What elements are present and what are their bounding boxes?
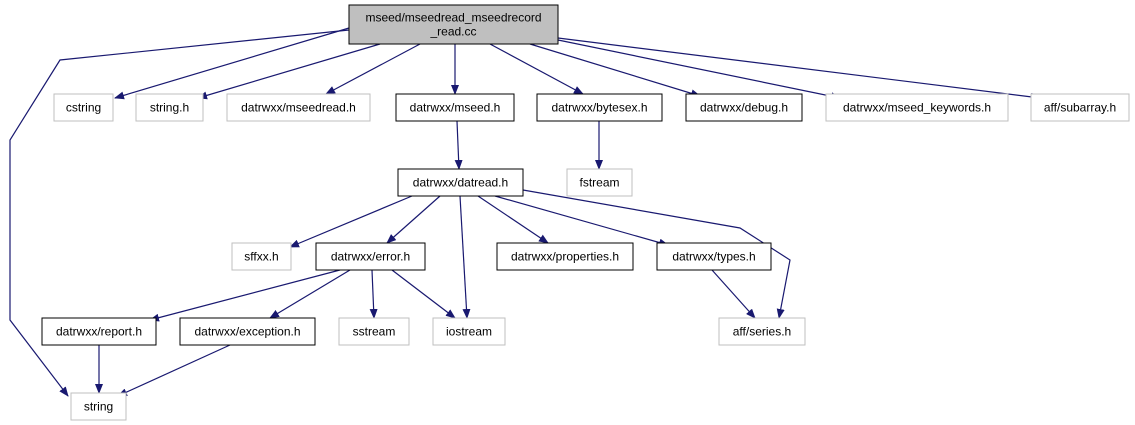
nodes-layer: mseed/mseedread_mseedrecord_read.cccstri… bbox=[41, 4, 1130, 421]
node-string-h: string.h bbox=[135, 93, 204, 122]
edge-error_h-to-iostream bbox=[391, 269, 456, 319]
node-fstream: fstream bbox=[566, 168, 633, 197]
node-label: datrwxx/mseedread.h bbox=[241, 101, 356, 115]
node-label: iostream bbox=[446, 325, 492, 339]
edge-root-to-string_h bbox=[197, 43, 381, 100]
edge-root-to-mseed_keywords_h bbox=[557, 39, 841, 101]
node-properties-h[interactable]: datrwxx/properties.h bbox=[496, 242, 634, 271]
node-label: datrwxx/properties.h bbox=[511, 250, 619, 264]
node-label: mseed/mseedread_mseedrecord bbox=[365, 11, 541, 25]
node-box bbox=[315, 242, 426, 271]
node-string: string bbox=[70, 392, 127, 421]
node-box bbox=[536, 93, 663, 122]
node-label: fstream bbox=[579, 176, 619, 190]
edge-error_h-to-report_h bbox=[149, 269, 341, 322]
edge-mseed_h-to-datread_h bbox=[454, 120, 463, 170]
node-mseed-h[interactable]: datrwxx/mseed.h bbox=[395, 93, 515, 122]
node-box bbox=[338, 317, 410, 346]
node-box bbox=[53, 93, 114, 122]
node-datread-h[interactable]: datrwxx/datread.h bbox=[397, 168, 524, 197]
node-label: aff/subarray.h bbox=[1044, 101, 1116, 115]
edge-datread_h-to-error_h bbox=[386, 195, 441, 244]
edge-root-to-string bbox=[9, 29, 350, 397]
node-label: string bbox=[84, 400, 113, 414]
edge-root-to-cstring bbox=[114, 27, 350, 100]
edge-error_h-to-sstream bbox=[369, 269, 378, 319]
node-label: datrwxx/exception.h bbox=[194, 325, 300, 339]
node-box bbox=[685, 93, 803, 122]
edge-root-to-mseedread_h bbox=[325, 43, 421, 95]
node-label: datrwxx/report.h bbox=[56, 325, 142, 339]
node-sffxx-h: sffxx.h bbox=[231, 242, 292, 271]
node-label: datrwxx/bytesex.h bbox=[551, 101, 647, 115]
node-label: datrwxx/debug.h bbox=[700, 101, 788, 115]
node-box bbox=[135, 93, 204, 122]
node-box bbox=[397, 168, 524, 197]
edge-exception_h-to-string bbox=[117, 344, 231, 397]
node-label: cstring bbox=[66, 101, 101, 115]
edge-datread_h-to-properties_h bbox=[477, 195, 549, 244]
node-bytesex-h[interactable]: datrwxx/bytesex.h bbox=[536, 93, 663, 122]
node-box bbox=[70, 392, 127, 421]
node-box bbox=[656, 242, 772, 271]
node-cstring: cstring bbox=[53, 93, 114, 122]
edge-datread_h-to-sffxx_h bbox=[289, 195, 413, 248]
node-box bbox=[41, 317, 157, 346]
node-box bbox=[718, 317, 806, 346]
edge-root-to-bytesex_h bbox=[489, 43, 584, 95]
node-box bbox=[348, 4, 559, 45]
node-mseed-keywords-h: datrwxx/mseed_keywords.h bbox=[825, 93, 1009, 122]
node-box bbox=[226, 93, 371, 122]
node-root[interactable]: mseed/mseedread_mseedrecord_read.cc bbox=[348, 4, 559, 45]
node-error-h[interactable]: datrwxx/error.h bbox=[315, 242, 426, 271]
node-label: datrwxx/datread.h bbox=[413, 176, 508, 190]
edge-root-to-debug_h bbox=[529, 43, 701, 98]
node-box bbox=[432, 317, 506, 346]
node-subarray-h: aff/subarray.h bbox=[1030, 93, 1130, 122]
node-box bbox=[825, 93, 1009, 122]
edges-layer bbox=[9, 27, 1041, 397]
node-label: datrwxx/types.h bbox=[672, 250, 755, 264]
node-label: sstream bbox=[353, 325, 396, 339]
node-label: datrwxx/mseed_keywords.h bbox=[843, 101, 991, 115]
node-box bbox=[496, 242, 634, 271]
node-box bbox=[231, 242, 292, 271]
node-label: aff/series.h bbox=[733, 325, 791, 339]
node-exception-h[interactable]: datrwxx/exception.h bbox=[179, 317, 316, 346]
node-box bbox=[395, 93, 515, 122]
node-box bbox=[566, 168, 633, 197]
node-label: _read.cc bbox=[429, 25, 476, 39]
node-label: sffxx.h bbox=[244, 250, 278, 264]
node-types-h[interactable]: datrwxx/types.h bbox=[656, 242, 772, 271]
node-label: string.h bbox=[150, 101, 189, 115]
edge-datread_h-to-iostream bbox=[459, 195, 471, 319]
node-debug-h[interactable]: datrwxx/debug.h bbox=[685, 93, 803, 122]
node-label: datrwxx/error.h bbox=[331, 250, 410, 264]
node-label: datrwxx/mseed.h bbox=[410, 101, 501, 115]
node-box bbox=[1030, 93, 1130, 122]
node-box bbox=[179, 317, 316, 346]
edge-types_h-to-series_h bbox=[711, 269, 756, 319]
node-series-h: aff/series.h bbox=[718, 317, 806, 346]
node-iostream: iostream bbox=[432, 317, 506, 346]
edge-error_h-to-exception_h bbox=[269, 269, 351, 319]
node-report-h[interactable]: datrwxx/report.h bbox=[41, 317, 157, 346]
node-sstream: sstream bbox=[338, 317, 410, 346]
node-mseedread-h: datrwxx/mseedread.h bbox=[226, 93, 371, 122]
edge-datread_h-to-types_h bbox=[494, 195, 669, 247]
edge-root-to-subarray_h bbox=[557, 37, 1041, 101]
